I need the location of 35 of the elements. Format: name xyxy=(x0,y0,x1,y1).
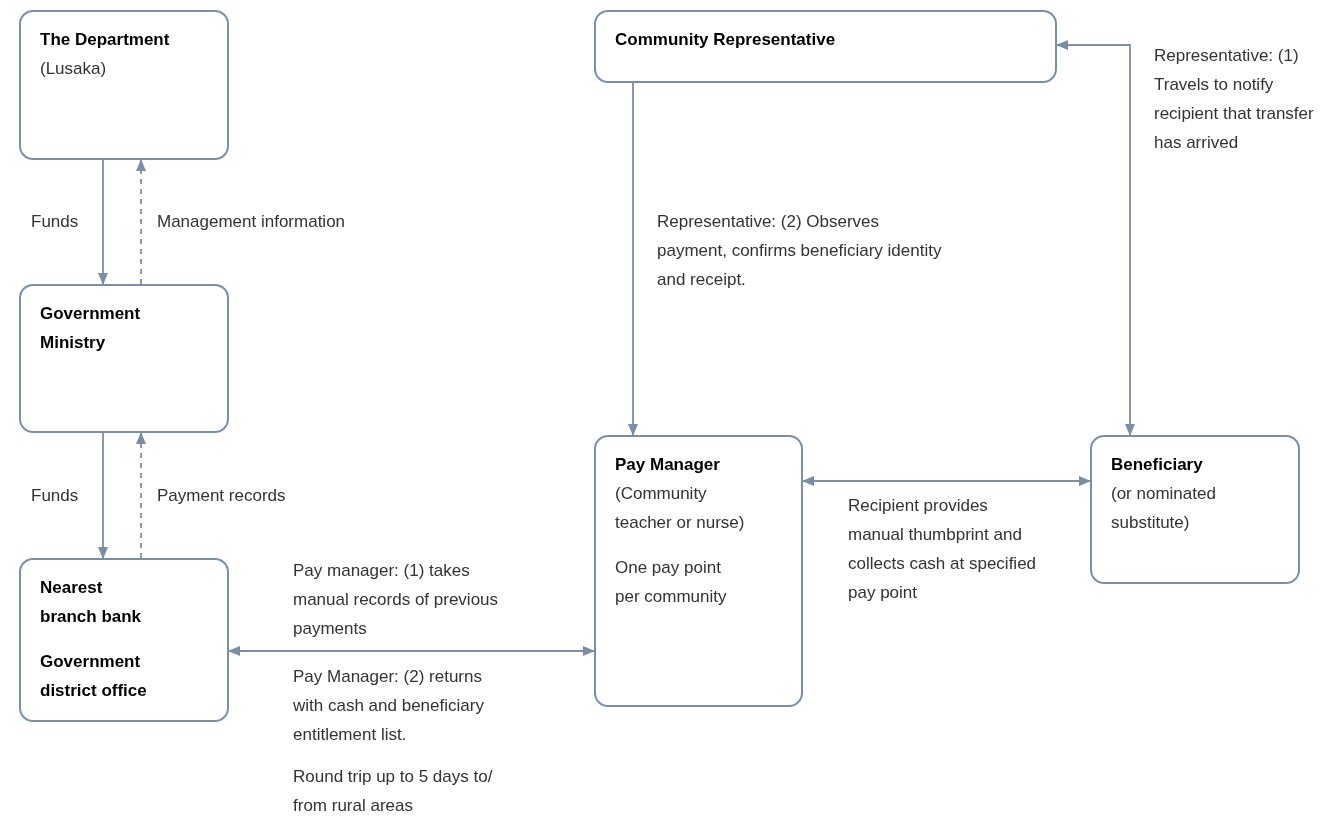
edge-label: Representative: (2) Observes payment, confirms beneficiary identity and receipt. xyxy=(657,211,942,291)
box-title: Pay Manager xyxy=(615,454,721,476)
box-text: One pay point per community xyxy=(615,557,728,608)
edge-label: Recipient provides manual thumbprint and collects cash at specified pay point xyxy=(848,495,1038,604)
edge-label: Payment records xyxy=(157,485,287,507)
box-title: The Department xyxy=(40,29,171,51)
edge-label: Representative: (1) Travels to notify recipient that transfer has arrived xyxy=(1154,45,1314,154)
process-box xyxy=(1090,435,1300,584)
edge-label: Pay manager: (1) takes manual records of previous payments xyxy=(293,560,500,640)
arrow xyxy=(628,82,638,436)
box-text: (Lusaka) xyxy=(40,58,108,80)
arrow xyxy=(98,159,108,285)
box-title: Beneficiary xyxy=(1111,454,1204,476)
edge-label: Management information xyxy=(157,211,347,233)
process-box xyxy=(594,435,803,707)
edge-label: Funds xyxy=(31,485,80,507)
box-title: Community Representative xyxy=(615,29,837,51)
arrow xyxy=(228,646,595,656)
arrow xyxy=(1056,40,1135,436)
box-title: Government Ministry xyxy=(40,303,142,354)
box-text: (Community teacher or nurse) xyxy=(615,483,746,534)
arrow xyxy=(136,159,146,285)
process-box xyxy=(19,284,229,433)
note-text: Round trip up to 5 days to/ from rural areas xyxy=(293,766,494,817)
box-title: Nearest branch bank xyxy=(40,577,143,628)
box-title: Government district office xyxy=(40,651,148,702)
box-text: (or nominated substitute) xyxy=(1111,483,1217,534)
note-text: Pay Manager: (2) returns with cash and beneficiary entitlement list. xyxy=(293,666,485,746)
edge-label: Funds xyxy=(31,211,80,233)
arrow xyxy=(98,432,108,559)
arrow xyxy=(802,476,1091,486)
process-box xyxy=(19,10,229,160)
arrow xyxy=(136,432,146,559)
process-box xyxy=(594,10,1057,83)
process-box xyxy=(19,558,229,722)
